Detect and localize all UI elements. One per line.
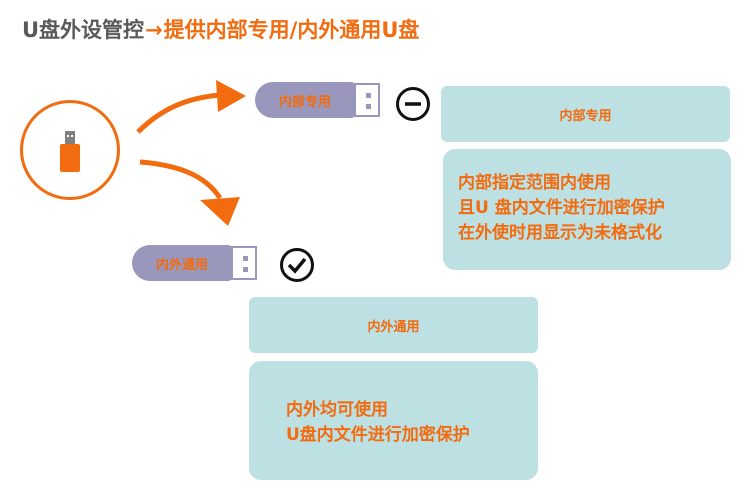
general-usb-drive: 内外通用 <box>132 245 232 281</box>
general-panel-header: 内外通用 <box>249 297 538 353</box>
internal-panel-body: 内部指定范围内使用 且U 盘内文件进行加密保护 在外使时用显示为未格式化 <box>443 149 731 270</box>
arrow-head-general-icon <box>200 197 240 226</box>
internal-line-3: 在外使时用显示为未格式化 <box>458 223 662 243</box>
title-main: U盘外设管控 <box>22 18 145 42</box>
internal-panel-header: 内部专用 <box>441 86 730 142</box>
internal-line-2: 且U 盘内文件进行加密保护 <box>458 198 665 218</box>
internal-line-1: 内部指定范围内使用 <box>458 173 611 193</box>
internal-panel-title: 内部专用 <box>559 108 612 124</box>
general-panel-body: 内外均可使用 U盘内文件进行加密保护 <box>249 361 538 480</box>
general-line-2: U盘内文件进行加密保护 <box>286 425 470 445</box>
arrow-to-general-icon <box>139 159 223 200</box>
title-arrow-icon: → <box>145 18 163 42</box>
internal-usb-drive: 内部专用 <box>255 82 355 118</box>
source-usb-circle <box>20 100 120 200</box>
page-title: U盘外设管控→提供内部专用/内外通用U盘 <box>22 14 419 44</box>
arrow-head-internal-icon <box>216 80 246 112</box>
general-panel-title: 内外通用 <box>367 319 420 335</box>
general-usb-plug <box>231 246 257 280</box>
check-circle-icon <box>280 248 314 282</box>
general-drive-label: 内外通用 <box>155 257 208 273</box>
title-subtitle: 提供内部专用/内外通用U盘 <box>163 18 420 42</box>
minus-circle-icon <box>396 87 430 121</box>
internal-usb-plug <box>354 83 380 117</box>
usb-drive-icon <box>60 131 80 172</box>
internal-drive-label: 内部专用 <box>278 94 331 110</box>
arrow-to-internal-icon <box>136 92 221 134</box>
general-line-1: 内外均可使用 <box>286 400 388 420</box>
